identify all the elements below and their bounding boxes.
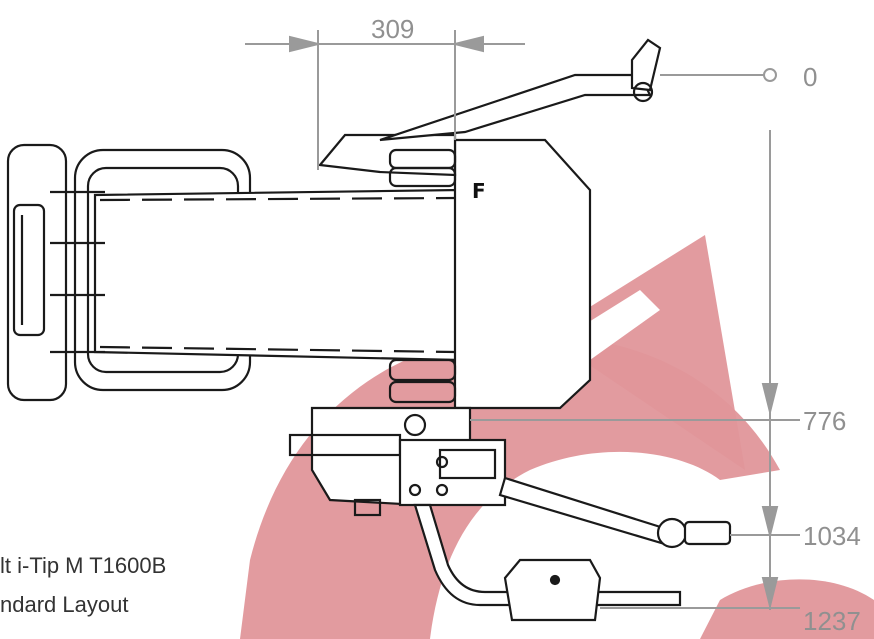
dimension-1034: 1034 (803, 521, 861, 551)
rotation-arrow-tail (700, 579, 874, 639)
head-pad (6, 143, 68, 402)
foot-control-arm (498, 476, 672, 547)
dimension-lines (245, 30, 800, 610)
side-label-f: F (472, 179, 486, 203)
dimension-776: 776 (803, 406, 846, 436)
chair-outline (6, 38, 732, 622)
head-pad-inner (12, 203, 46, 337)
dimension-0: 0 (803, 62, 817, 92)
dimension-309: 309 (371, 14, 414, 44)
rotation-arrowhead (545, 235, 745, 470)
cushion (93, 188, 462, 362)
lower-tube (413, 503, 682, 607)
caption-layout: ndard Layout (0, 592, 129, 617)
dimension-1237: 1237 (803, 606, 861, 636)
foot-pedal (503, 558, 602, 622)
top-handle (379, 73, 652, 142)
caption-model: lt i-Tip M T1600B (0, 553, 167, 578)
